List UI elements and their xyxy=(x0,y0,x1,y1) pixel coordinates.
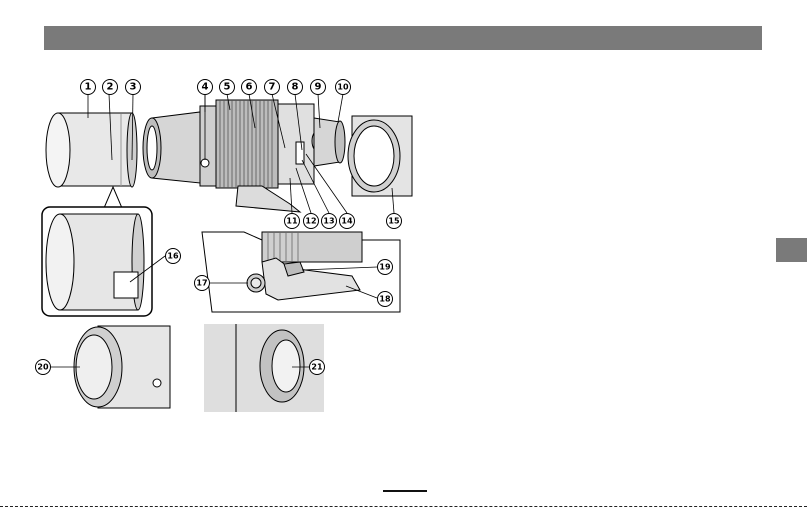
callout-5: 5 xyxy=(220,80,235,95)
lens-mount-view xyxy=(348,116,412,196)
svg-text:3: 3 xyxy=(130,82,137,93)
svg-text:6: 6 xyxy=(246,82,253,93)
callout-11: 11 xyxy=(285,214,300,229)
callout-19: 19 xyxy=(378,260,393,275)
callout-15: 15 xyxy=(387,214,402,229)
svg-text:5: 5 xyxy=(224,82,231,93)
callout-14: 14 xyxy=(340,214,355,229)
svg-text:20: 20 xyxy=(37,363,49,372)
callout-13: 13 xyxy=(322,214,337,229)
callout-7: 7 xyxy=(265,80,280,95)
callout-6: 6 xyxy=(242,80,257,95)
callout-18: 18 xyxy=(378,292,393,307)
svg-text:7: 7 xyxy=(269,82,276,93)
callout-12: 12 xyxy=(304,214,319,229)
page-bottom-border xyxy=(0,506,807,507)
tripod-foot-inset xyxy=(202,232,400,312)
callout-17: 17 xyxy=(195,276,210,291)
callout-10: 10 xyxy=(336,80,351,95)
front-cap-view xyxy=(74,326,170,408)
svg-text:8: 8 xyxy=(292,82,299,93)
svg-text:15: 15 xyxy=(388,217,400,226)
svg-text:2: 2 xyxy=(107,82,114,93)
callout-4: 4 xyxy=(198,80,213,95)
svg-text:9: 9 xyxy=(315,82,322,93)
svg-text:12: 12 xyxy=(305,217,316,226)
callout-16: 16 xyxy=(166,249,181,264)
svg-text:19: 19 xyxy=(379,263,391,272)
callout-2: 2 xyxy=(103,80,118,95)
svg-text:16: 16 xyxy=(167,252,179,261)
svg-text:18: 18 xyxy=(379,295,391,304)
svg-text:11: 11 xyxy=(286,217,298,226)
callout-21: 21 xyxy=(310,360,325,375)
page-number-rule xyxy=(383,490,427,492)
callout-1: 1 xyxy=(81,80,96,95)
hood-inset xyxy=(42,207,152,316)
svg-text:1: 1 xyxy=(85,82,92,93)
svg-text:13: 13 xyxy=(323,217,334,226)
svg-text:14: 14 xyxy=(341,217,353,226)
lens-hood xyxy=(46,113,137,187)
rear-cap-view xyxy=(204,324,324,412)
svg-text:17: 17 xyxy=(196,279,207,288)
svg-text:10: 10 xyxy=(337,83,349,92)
callout-3: 3 xyxy=(126,80,141,95)
lens-body xyxy=(143,100,345,212)
svg-text:4: 4 xyxy=(202,82,209,93)
svg-text:21: 21 xyxy=(311,363,323,372)
callout-9: 9 xyxy=(311,80,326,95)
callout-20: 20 xyxy=(36,360,51,375)
callout-8: 8 xyxy=(288,80,303,95)
